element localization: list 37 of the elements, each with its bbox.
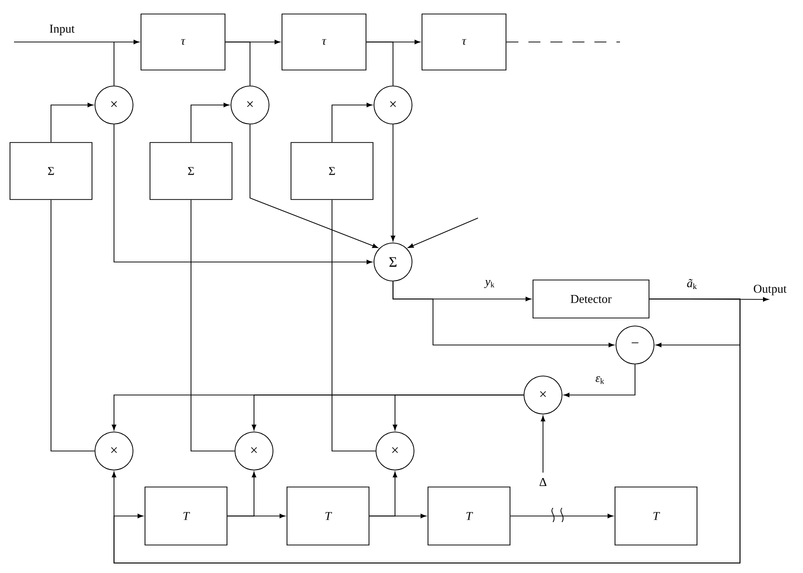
delay-box: T: [144, 486, 228, 546]
delay-box: τ: [422, 14, 506, 70]
delay-box: T: [428, 486, 510, 546]
output-label: Output: [754, 284, 787, 296]
delay-box: τ: [282, 14, 366, 70]
arrow: [50, 102, 94, 142]
edge-label: Input: [48, 24, 76, 36]
arrow: [14, 40, 140, 44]
connector-line: [50, 200, 95, 452]
arrow: [510, 514, 614, 518]
arrow: [392, 394, 524, 430]
arrow: [114, 124, 372, 264]
delay-box: T: [286, 486, 370, 546]
connector-line: [225, 42, 250, 86]
arrow: [408, 218, 478, 248]
connector-line: [366, 42, 394, 86]
arrow: [250, 124, 378, 248]
connector-line: [190, 200, 235, 452]
arrow: [190, 102, 230, 142]
summer-box: Σ: [290, 142, 374, 200]
detector-box: Detector: [532, 280, 650, 318]
delay-box: T: [614, 486, 698, 546]
arrow: [392, 281, 614, 348]
edge-label: y$_{k}$: [484, 278, 496, 290]
arrow: [564, 364, 636, 398]
arrow: [390, 124, 396, 242]
arrow: [540, 416, 546, 473]
summer-box: Σ: [150, 142, 232, 200]
delay-box: τ: [140, 14, 226, 70]
summer-box: Σ: [10, 142, 92, 200]
arrow: [227, 472, 256, 516]
arrow: [332, 102, 372, 142]
delta-symbol: Δ: [540, 478, 546, 486]
connector-line: [332, 200, 376, 452]
edge-label: ε$_{k}$: [594, 375, 606, 385]
arrow: [369, 472, 398, 516]
edge-label: ã$_{k}$: [686, 278, 698, 290]
